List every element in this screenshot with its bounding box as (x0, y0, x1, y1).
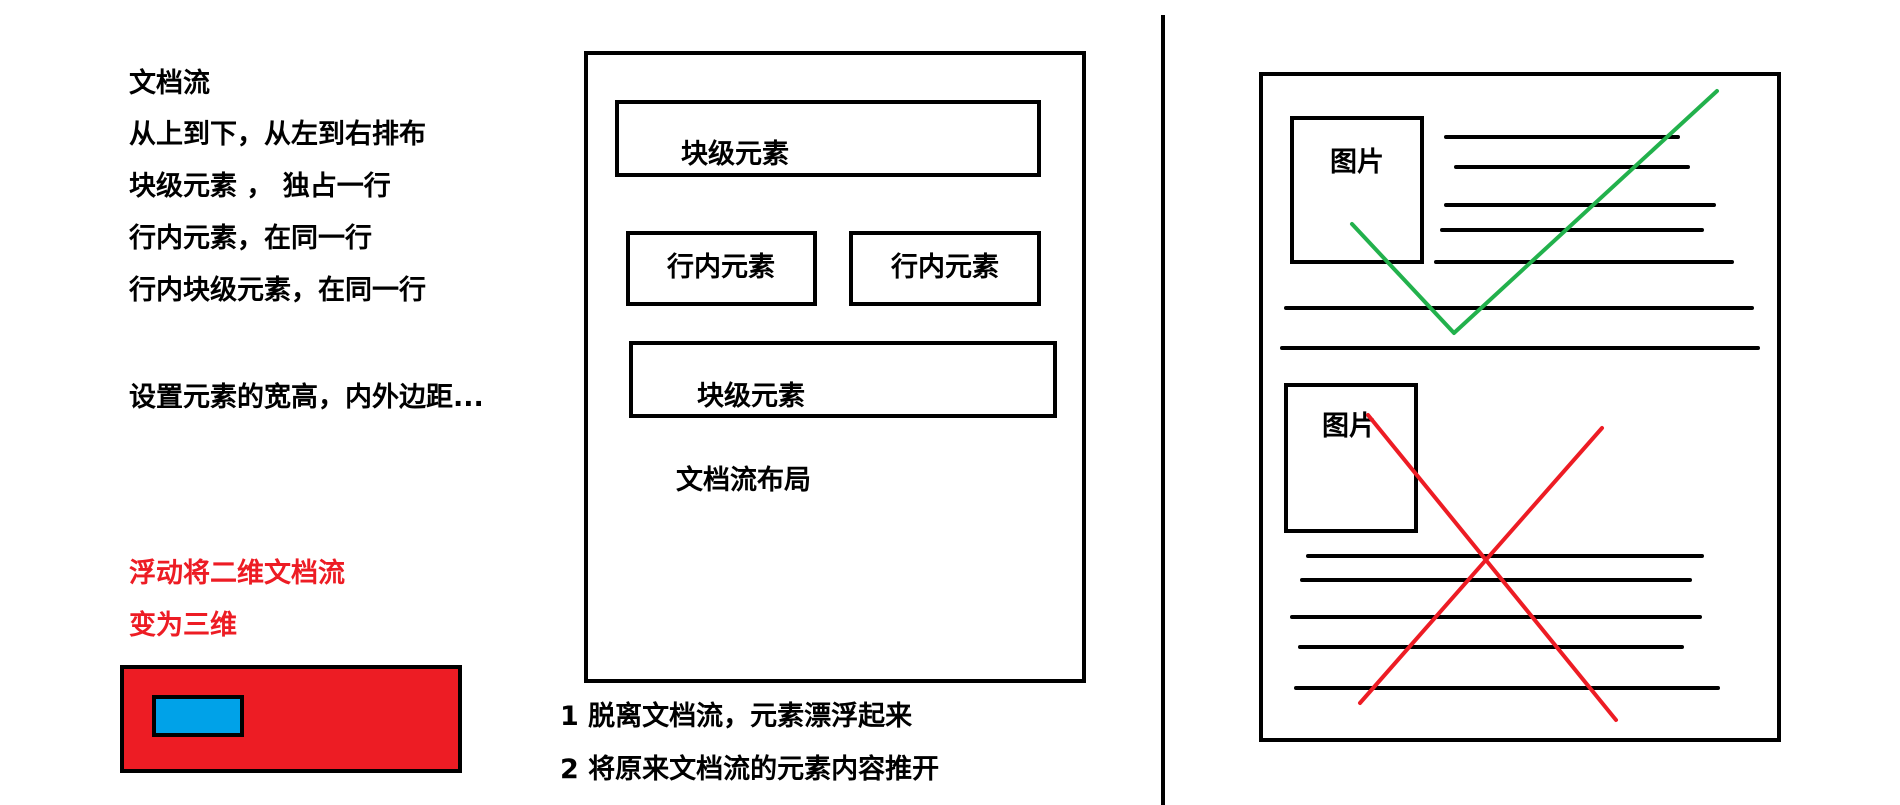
flow-inline-right: 行内元素 (849, 231, 1041, 306)
flow-inline-left: 行内元素 (626, 231, 817, 306)
image-box-bad-label: 图片 (1322, 411, 1376, 442)
cross-stroke (1358, 426, 1604, 705)
flow-block-bottom-label: 块级元素 (697, 381, 805, 412)
float-effect-2: 2 将原来文档流的元素内容推开 (560, 754, 940, 785)
flow-block-top-label: 块级元素 (681, 139, 789, 170)
float-demo-floating-block (152, 695, 244, 737)
flow-block-bottom: 块级元素 (629, 341, 1057, 418)
green-check-mark (1350, 89, 1719, 335)
red-cross-mark (1358, 413, 1618, 722)
flow-diagram-caption: 文档流布局 (676, 465, 811, 496)
notes-line-3: 块级元素 ， 独占一行 (129, 171, 391, 202)
flow-diagram-frame (584, 51, 1086, 683)
image-box-good: 图片 (1290, 116, 1424, 264)
notes-line-4: 行内元素，在同一行 (129, 223, 372, 254)
float-note-line-2: 变为三维 (129, 610, 237, 641)
notes-sizing: 设置元素的宽高，内外边距... (129, 382, 484, 413)
float-effect-1: 1 脱离文档流，元素漂浮起来 (560, 701, 913, 732)
notes-line-1: 文档流 (129, 68, 210, 99)
flow-block-top: 块级元素 (615, 100, 1041, 177)
flow-inline-left-label: 行内元素 (667, 252, 775, 283)
notes-line-5: 行内块级元素，在同一行 (129, 275, 426, 306)
text-lines-good (1280, 135, 1760, 350)
cross-stroke (1366, 413, 1618, 722)
vertical-divider (1161, 15, 1165, 805)
image-box-bad: 图片 (1284, 383, 1418, 533)
float-note-line-1: 浮动将二维文档流 (129, 558, 345, 589)
flow-inline-right-label: 行内元素 (891, 252, 999, 283)
image-box-good-label: 图片 (1330, 147, 1384, 178)
page-mockup-frame (1259, 72, 1781, 742)
text-lines-bad (1290, 554, 1720, 690)
notes-line-2: 从上到下，从左到右排布 (129, 119, 426, 150)
